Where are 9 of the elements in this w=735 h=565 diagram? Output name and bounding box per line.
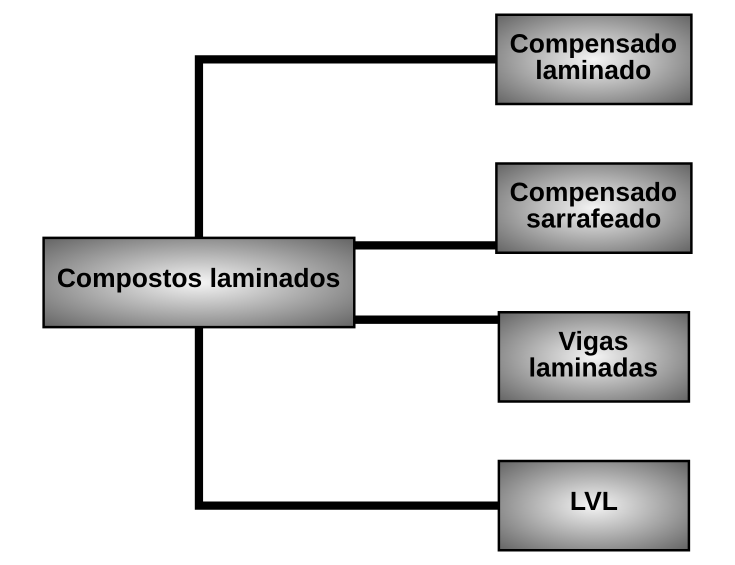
node-box: Vigas laminadas (498, 311, 690, 403)
connector (194, 55, 496, 238)
node-box: LVL (498, 460, 690, 552)
node-box: Compensado laminado (495, 14, 693, 106)
connector (194, 328, 499, 510)
connector (354, 241, 496, 250)
node-box: Compensado sarrafeado (495, 162, 693, 254)
node-box: Compostos laminados (42, 236, 356, 328)
connector (354, 316, 498, 324)
